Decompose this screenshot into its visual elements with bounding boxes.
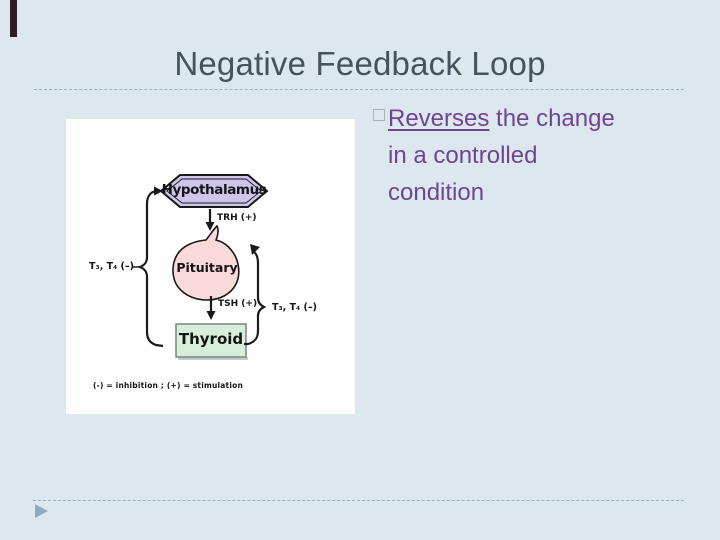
tsh-arrowhead-icon: [206, 311, 216, 320]
tsh-label: TSH (+): [218, 299, 258, 309]
hypothalamus-label: Hypothalamus: [161, 182, 267, 198]
trh-arrowhead-icon: [205, 222, 215, 231]
diagram-legend: (-) = inhibition ; (+) = stimulation: [93, 381, 244, 390]
hypothalamus-hexagon: [159, 174, 269, 208]
accent-bar: [10, 0, 17, 37]
bullet-line-1-rest: the change: [489, 105, 615, 132]
left-feedback-arrowhead-icon: [154, 186, 163, 196]
left-feedback-brace: [137, 189, 164, 348]
bullet-line-2: in a controlled: [388, 142, 538, 169]
bullet-text: Reverses the change in a controlled cond…: [388, 100, 615, 211]
hollow-square-bullet-icon: [373, 109, 385, 121]
thyroid-box: [175, 323, 247, 358]
pituitary-label: Pituitary: [176, 260, 238, 275]
hypothalamus-hexagon-inner: [166, 178, 262, 204]
right-feedback-arrowhead-icon: [250, 244, 260, 255]
play-triangle-icon: [35, 504, 48, 518]
thyroid-box-shadow: [178, 357, 248, 360]
top-divider: [34, 89, 684, 90]
bullet-item: Reverses the change in a controlled cond…: [373, 100, 673, 211]
slide-title: Negative Feedback Loop: [174, 45, 546, 82]
feedback-loop-diagram: Hypothalamus TRH (+) Pituitary TSH (+) T…: [66, 119, 355, 414]
diagram-shapes: [132, 174, 269, 360]
trh-label: TRH (+): [217, 213, 257, 223]
bullet-underlined-word: Reverses: [388, 105, 490, 132]
feedback-right-label: T₃, T₄ (–): [272, 302, 317, 313]
right-feedback-brace: [244, 250, 267, 346]
bullet-line-1: Reverses the change: [388, 100, 615, 137]
pituitary-blob: [172, 224, 240, 301]
bullet-line-3: condition: [388, 179, 485, 206]
bottom-divider: [33, 500, 684, 501]
thyroid-label: Thyroid: [178, 330, 244, 348]
feedback-left-label: T₃, T₄ (–): [89, 261, 134, 272]
